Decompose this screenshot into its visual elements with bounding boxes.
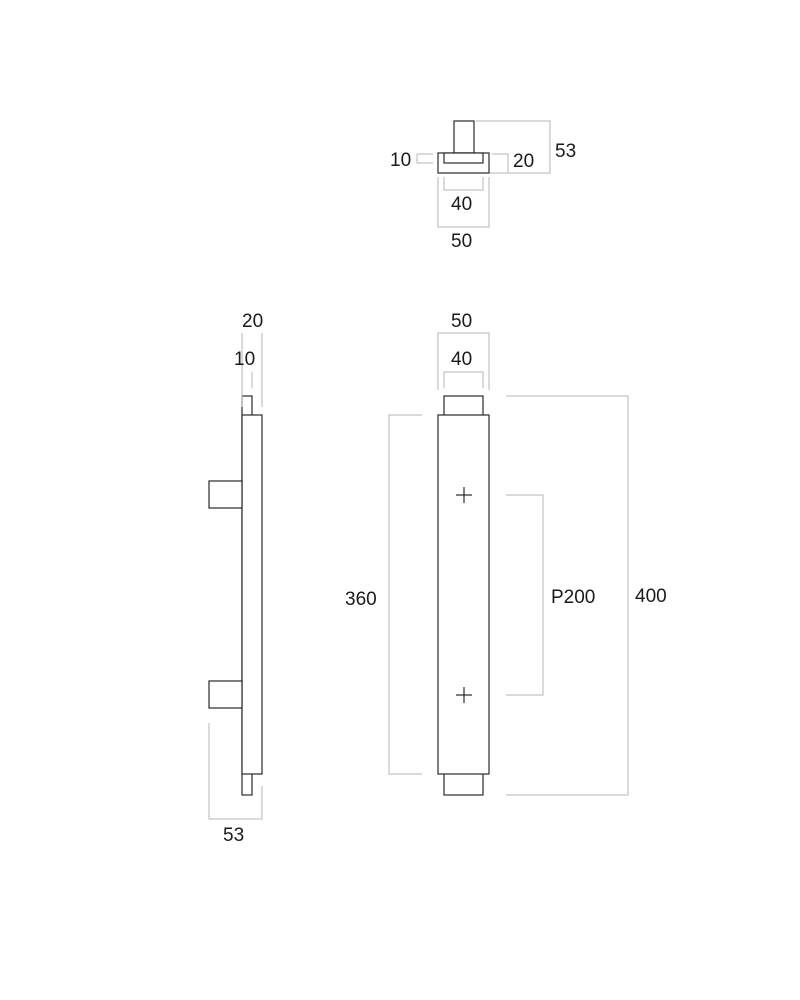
front-view-lower-fixing-mark	[456, 687, 472, 703]
front-view-dim-360-label: 360	[345, 589, 377, 610]
top-view-dim-10-label: 10	[390, 150, 411, 171]
side-view-dim-20-label: 20	[242, 311, 263, 332]
top-view-post	[453, 120, 475, 154]
top-view-inner-plate	[443, 152, 484, 164]
front-view-dim-pitch-label: P200	[551, 587, 595, 608]
front-view-dim-40-label: 40	[451, 349, 472, 370]
top-view-dim-40-label: 40	[451, 194, 472, 215]
front-view-dim-400-label: 400	[635, 586, 667, 607]
side-view-dim-10-line	[241, 372, 253, 388]
top-view: 10 20 53 40 50	[390, 120, 576, 252]
front-view-dim-40-line	[443, 371, 484, 388]
top-view-dim-50-label: 50	[451, 231, 472, 252]
side-view-dim-53-line	[208, 723, 263, 820]
side-view-dim-10-label: 10	[234, 349, 255, 370]
top-view-dim-10-line	[416, 153, 433, 164]
top-view-dim-53-label: 53	[555, 141, 576, 162]
top-view-dim-20-label: 20	[513, 151, 534, 172]
front-view-dim-50-label: 50	[451, 311, 472, 332]
front-view: 50 40 360 P200 400	[345, 311, 667, 796]
top-view-dim-20-line	[492, 153, 509, 173]
top-view-dim-40-line	[443, 177, 484, 191]
front-view-dim-pitch-line	[506, 494, 544, 696]
side-view: 20 10 53	[208, 311, 263, 846]
side-view-dim-20-line	[241, 333, 263, 407]
front-view-dim-400-line	[506, 395, 629, 796]
side-view-upper-post	[208, 480, 243, 509]
top-view-dim-50-line	[437, 177, 490, 228]
side-view-handle-bar	[241, 414, 263, 775]
side-view-lower-post	[208, 680, 243, 709]
front-view-dim-50-line	[437, 332, 490, 390]
top-view-dim-53-line	[476, 120, 551, 174]
front-view-handle-bar	[437, 414, 490, 775]
front-view-upper-fixing-mark	[456, 487, 472, 503]
front-view-dim-360-line	[388, 414, 422, 775]
side-view-dim-53-label: 53	[223, 825, 244, 846]
